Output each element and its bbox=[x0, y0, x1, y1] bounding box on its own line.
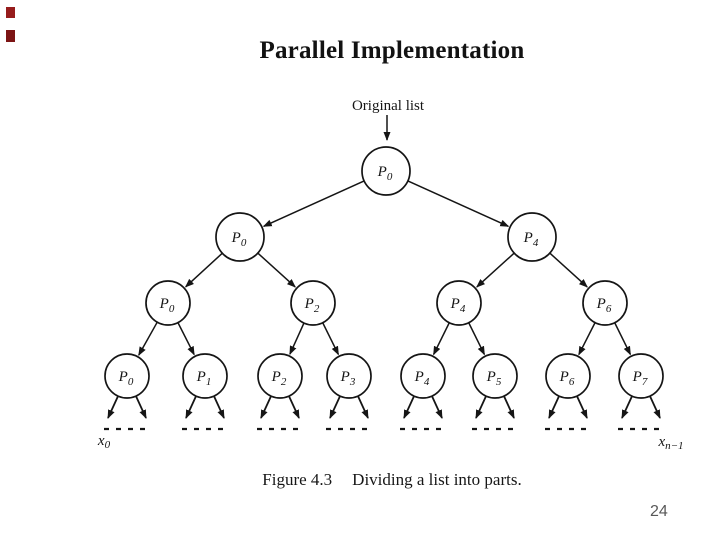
process-node-circle-l3b bbox=[290, 280, 336, 326]
red-annotation-mark-top bbox=[6, 7, 15, 18]
leaf-split-arrow bbox=[287, 393, 300, 419]
process-node-circle-l4h bbox=[618, 353, 664, 399]
process-node-circle-l2a bbox=[215, 212, 265, 262]
leaf-split-arrow bbox=[212, 393, 225, 419]
process-node-circle-l3a bbox=[145, 280, 191, 326]
tree-edge-arrow bbox=[184, 252, 223, 288]
figure-number: Figure 4.3 bbox=[262, 470, 333, 489]
tree-edge-arrow bbox=[289, 322, 305, 356]
leaf-split-arrow bbox=[575, 393, 588, 419]
leaf-split-arrow bbox=[107, 393, 120, 419]
leaf-split-arrow bbox=[430, 393, 443, 419]
tree-edge-arrow bbox=[257, 252, 296, 288]
leaf-split-arrow bbox=[329, 393, 342, 419]
xn-minus-1-label: xn−1 bbox=[657, 434, 683, 452]
slide-title: Parallel Implementation bbox=[259, 37, 525, 64]
process-node-circle-l4f bbox=[472, 353, 518, 399]
tree-edge-arrow bbox=[262, 180, 365, 227]
leaf-split-arrow bbox=[548, 393, 561, 419]
leaf-split-arrow bbox=[475, 393, 488, 419]
process-node-circle-l4c bbox=[257, 353, 303, 399]
process-node-circle-l4d bbox=[326, 353, 372, 399]
process-node-circle-l4a bbox=[104, 353, 150, 399]
tree-edge-arrow bbox=[614, 322, 632, 356]
leaf-split-arrow bbox=[648, 393, 661, 419]
tree-edge-arrow bbox=[322, 322, 340, 356]
process-node-circle-root bbox=[361, 146, 411, 196]
leaf-split-arrow bbox=[356, 393, 369, 419]
x0-label: x0 bbox=[97, 433, 111, 451]
tree-edge-arrow bbox=[432, 322, 450, 356]
tree-edge-arrow bbox=[476, 252, 515, 288]
tree-edge-arrow bbox=[578, 322, 596, 356]
figure-caption: Figure 4.3 Dividing a list into parts. bbox=[64, 470, 720, 490]
tree-edge-arrow bbox=[177, 322, 195, 356]
red-annotation-mark-bottom bbox=[6, 30, 15, 42]
tree-edge-arrow bbox=[468, 322, 486, 356]
process-node-circle-l4b bbox=[182, 353, 228, 399]
leaf-split-arrow bbox=[134, 393, 147, 419]
leaf-split-arrow bbox=[621, 393, 634, 419]
process-node-circle-l3d bbox=[582, 280, 628, 326]
tree-edge-arrow bbox=[549, 252, 588, 288]
process-node-circle-l3c bbox=[436, 280, 482, 326]
original-list-label: Original list bbox=[352, 98, 425, 114]
tree-edge-arrow bbox=[138, 321, 158, 356]
figure-caption-text: Dividing a list into parts. bbox=[352, 470, 522, 489]
process-node-circle-l4e bbox=[400, 353, 446, 399]
process-node-circle-l2b bbox=[507, 212, 557, 262]
page-number: 24 bbox=[650, 503, 668, 520]
leaf-split-arrow bbox=[260, 393, 273, 419]
tree-edge-arrow bbox=[407, 180, 510, 227]
leaf-split-arrow bbox=[502, 393, 515, 419]
leaf-split-arrow bbox=[185, 393, 198, 419]
leaf-split-arrow bbox=[403, 393, 416, 419]
process-node-circle-l4g bbox=[545, 353, 591, 399]
